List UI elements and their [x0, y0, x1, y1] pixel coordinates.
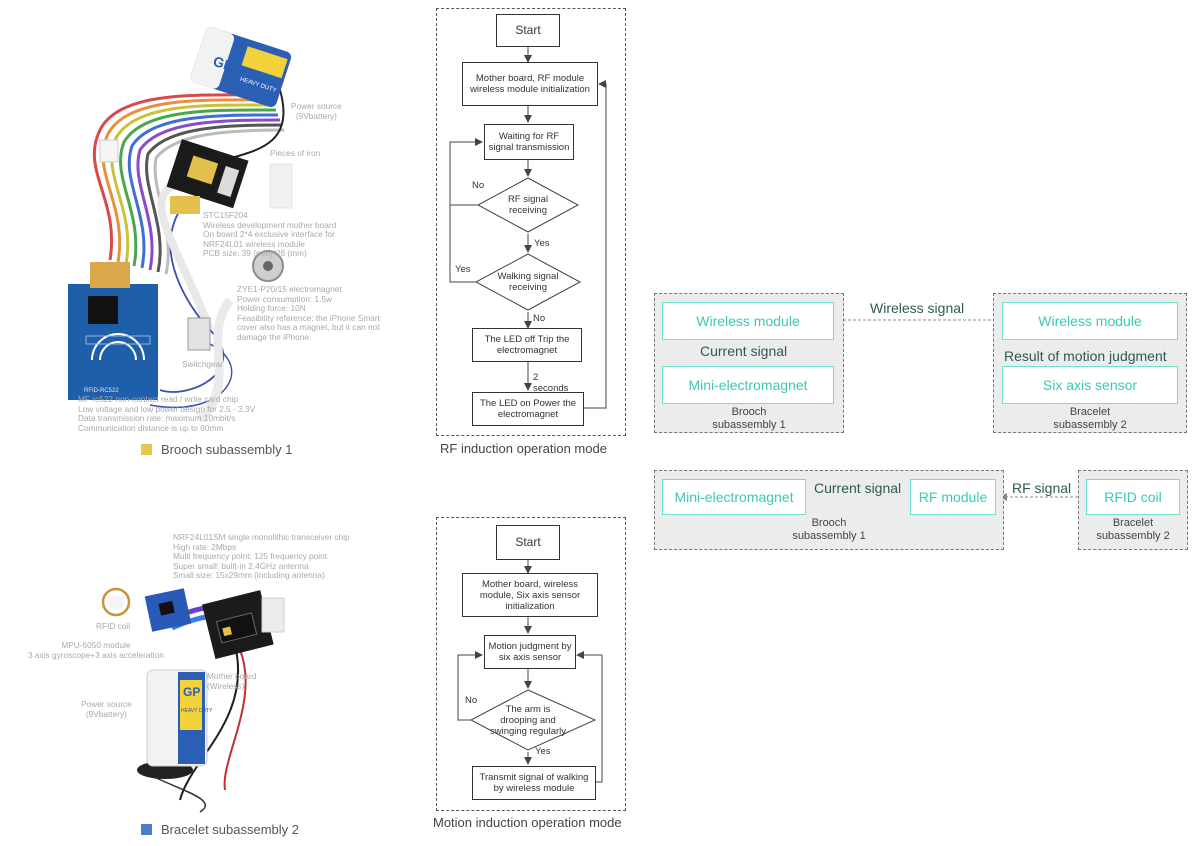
motion-start-box: Start — [496, 525, 560, 560]
rf-no-label: No — [472, 180, 485, 191]
iron-note: Pieces of iron — [270, 148, 321, 158]
top-current-signal-label: Current signal — [700, 343, 788, 359]
rf-init-box: Mother board, RF module wireless module … — [462, 62, 598, 106]
rf-start-box: Start — [496, 14, 560, 47]
rf-flowchart-frame — [436, 8, 626, 436]
motion-yes-label: Yes — [535, 746, 551, 757]
top-brooch-wireless-module: Wireless module — [662, 302, 834, 340]
six-axis-sensor-module: Six axis sensor — [1002, 366, 1178, 404]
ribbon — [170, 196, 200, 214]
arm-drooping-decision: The arm is drooping and swinging regular… — [489, 703, 567, 737]
brooch-swatch — [141, 444, 152, 455]
brooch-mother-board-note: STC15F204 Wireless development mother bo… — [203, 210, 337, 258]
bracelet-mother-board-note: Mother board (Wireless) — [207, 671, 257, 691]
motion-flowchart-caption: Motion induction operation mode — [433, 815, 622, 830]
bracelet-battery: GP HEAVY DUTY — [137, 669, 213, 779]
walking-signal-receiving-decision: Walking signal receiving — [497, 271, 559, 293]
walking-no-label: No — [533, 313, 546, 324]
top-brooch-label: Brooch subassembly 1 — [712, 406, 786, 431]
led-off-box: The LED off Trip the electromagnet — [472, 328, 582, 362]
brooch-wires — [92, 89, 285, 424]
coil-chip — [108, 596, 124, 608]
walking-yes-label: Yes — [455, 264, 471, 275]
electromagnet-core — [263, 261, 273, 271]
rf-flowchart-caption: RF induction operation mode — [440, 441, 607, 456]
rf-signal-label: RF signal — [1012, 480, 1072, 496]
wireless-signal-label: Wireless signal — [870, 300, 965, 316]
bottom-brooch-electromagnet: Mini-electromagnet — [662, 479, 806, 515]
motion-judgment-box: Motion judgment by six axis sensor — [484, 635, 576, 669]
electromagnet-note: ZYE1-P20/15 electromagnet Power consumpt… — [237, 284, 380, 342]
iron-piece — [269, 163, 293, 209]
battery-brand-text: GP — [211, 53, 235, 74]
switch-image — [187, 317, 211, 351]
motion-no-label: No — [465, 695, 478, 706]
bracelet-power-source-note: Power source (9Vbattery) — [81, 699, 132, 719]
transmit-signal-box: Transmit signal of walking by wireless m… — [472, 766, 596, 800]
brooch-caption: Brooch subassembly 1 — [141, 442, 293, 457]
rfid-coil-note: RFID coil — [96, 621, 131, 631]
bracelet-caption: Bracelet subassembly 2 — [141, 822, 299, 837]
result-of-motion-judgment-label: Result of motion judgment — [1004, 348, 1167, 364]
motion-init-box: Mother board, wireless module, Six axis … — [462, 573, 598, 617]
rf-signal-receiving-decision: RF signal receiving — [507, 194, 549, 216]
bracelet-connector — [261, 597, 285, 633]
mpu-note: MPU-6050 module 3 axis gyroscope+3 axis … — [28, 640, 164, 660]
rfid-reader-image: RFID-RC522 — [68, 262, 158, 400]
rf-yes-label: Yes — [534, 238, 550, 249]
top-bracelet-wireless-module: Wireless module — [1002, 302, 1178, 340]
mpu-image — [144, 588, 192, 632]
motion-flowchart-frame — [436, 517, 626, 811]
brooch-mother-board — [166, 139, 249, 209]
brooch-battery: GP HEAVY DUTY — [190, 27, 292, 108]
bottom-current-signal-label: Current signal — [814, 480, 902, 496]
hardware-photos: GP HEAVY DUTY RFID-RC522 — [68, 27, 293, 813]
bracelet-swatch — [141, 824, 152, 835]
rfid-coil-image — [101, 587, 131, 617]
led-on-box: The LED on Power the electromagnet — [472, 392, 584, 426]
bracelet-battery-label: HEAVY DUTY — [181, 708, 213, 714]
connector — [99, 139, 119, 163]
top-brooch-electromagnet: Mini-electromagnet — [662, 366, 834, 404]
top-bracelet-label: Bracelet subassembly 2 — [1053, 406, 1127, 431]
rfid-board-label: RFID-RC522 — [84, 388, 119, 394]
rfid-reader-note: MF rc522 non-contact read / write card c… — [78, 394, 256, 433]
rf-module: RF module — [910, 479, 996, 515]
bracelet-battery-brand: GP — [183, 685, 200, 699]
brooch-power-source-note: Power source (9Vbattery) — [291, 101, 342, 121]
bottom-bracelet-label: Bracelet subassembly 2 — [1096, 517, 1170, 542]
bottom-brooch-label: Brooch subassembly 1 — [792, 517, 866, 542]
rfid-coil-module: RFID coil — [1086, 479, 1180, 515]
transceiver-note: NRF24L01SM single monolithic transceiver… — [173, 532, 350, 580]
delay-label: 2 seconds — [533, 372, 569, 394]
rf-waiting-box: Waiting for RF signal transmission — [484, 124, 574, 160]
bracelet-mother-board — [201, 590, 274, 659]
switchgear-note: Switchgear — [182, 359, 224, 369]
